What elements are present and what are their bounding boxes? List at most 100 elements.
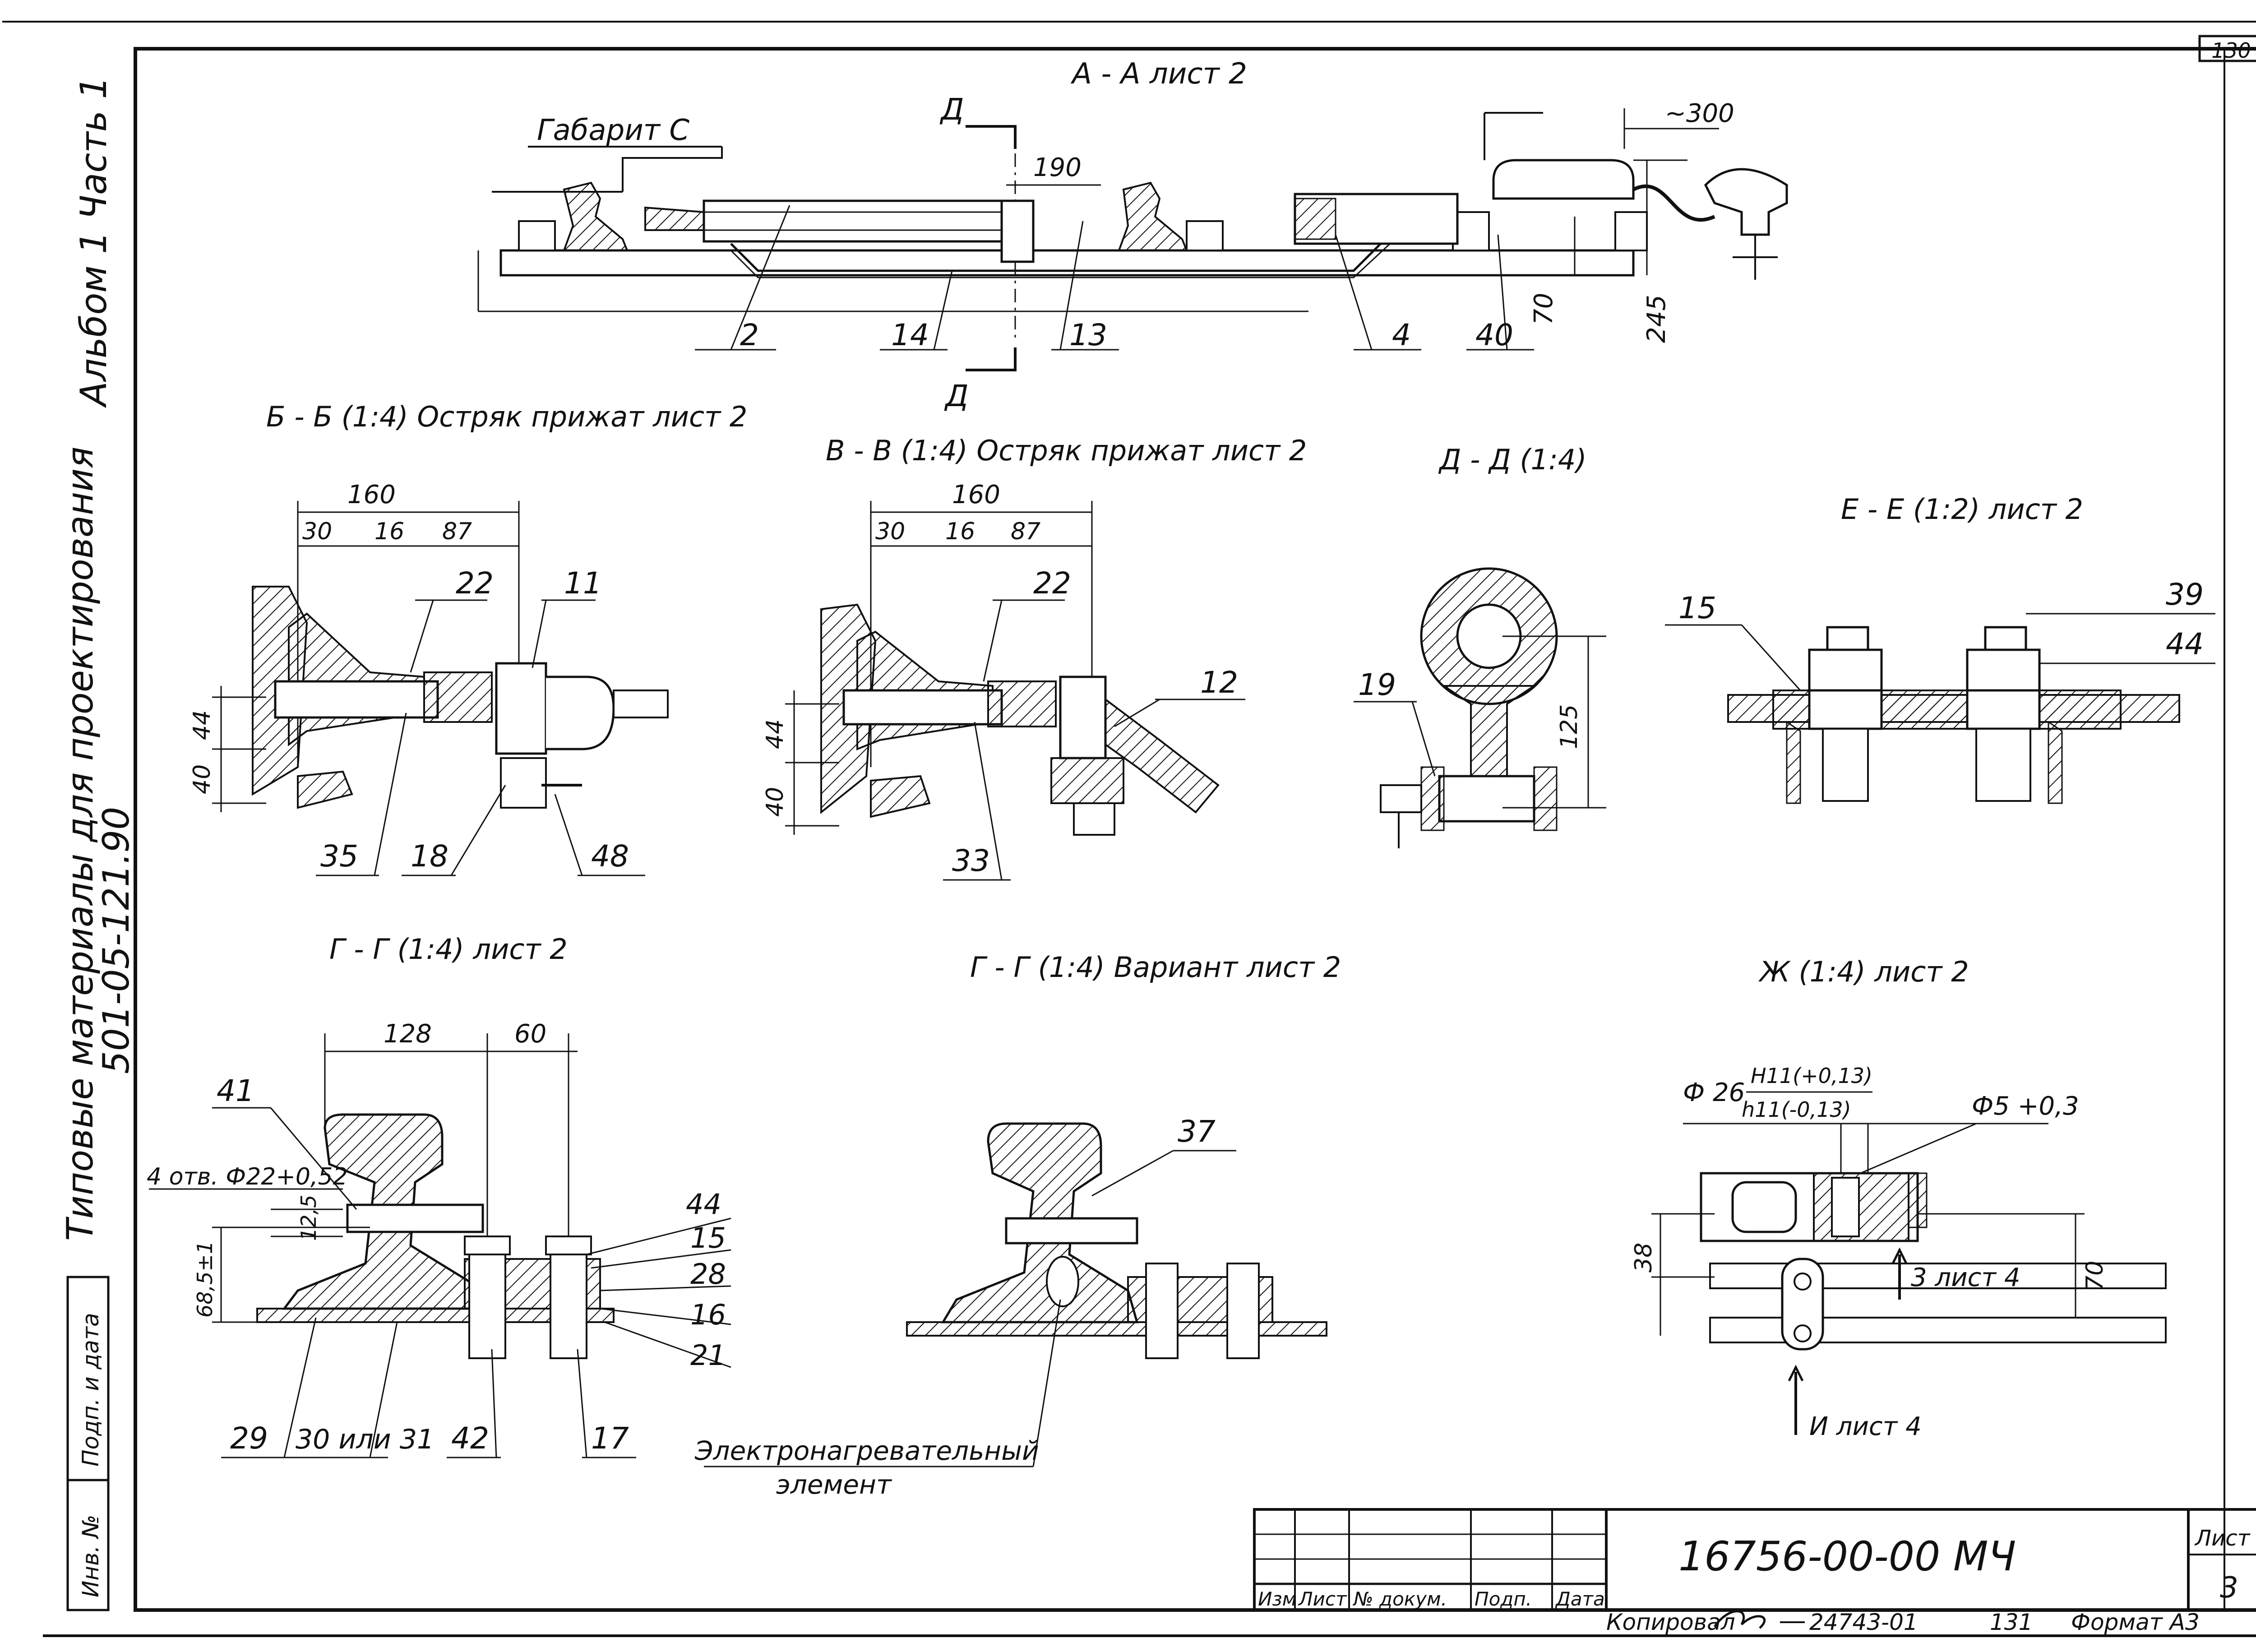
view-aa-title: А - А лист 2 <box>1070 57 1247 91</box>
view-bb: Б - Б (1:4) Остряк прижат лист 2 160 30 … <box>189 400 747 876</box>
zh-ref-3: 3 лист 4 <box>1911 1263 2020 1292</box>
gg-dim-12-5: 12,5 <box>296 1195 321 1241</box>
bb-callout-11: 11 <box>532 566 602 668</box>
gg-callout-41: 41 <box>212 1074 357 1210</box>
gg-callout-label: 30 или 31 <box>296 1424 434 1455</box>
bb-dim-40: 40 <box>189 764 216 794</box>
aa-callout-2: 2 <box>695 205 791 352</box>
vv-dim-30: 30 <box>875 518 905 545</box>
left-margin: Альбом 1 Часть 1 Типовые материалы для п… <box>59 76 137 1611</box>
gg2-callout-37: 37 <box>1091 1114 1236 1197</box>
heater-label-line2: элемент <box>776 1469 892 1500</box>
vv-callout-12: 12 <box>1114 665 1245 727</box>
footer-num: 131 <box>1990 1609 2033 1635</box>
dd-dim-125: 125 <box>1556 704 1583 749</box>
ee-callout-label: 44 <box>2166 627 2204 662</box>
vv-callout-22: 22 <box>983 566 1071 682</box>
sheet-label: Лист <box>2194 1526 2251 1551</box>
aa-callout-label: 2 <box>740 318 759 352</box>
bb-dim-44: 44 <box>189 710 216 740</box>
gg-callout-42: 42 <box>447 1349 501 1458</box>
gg-callout-label: 15 <box>690 1222 726 1254</box>
top-right-number: 130 <box>2211 38 2251 63</box>
gg-callout-21: 21 <box>604 1321 731 1372</box>
gg-callout-28: 28 <box>600 1258 731 1291</box>
vv-dim-16: 16 <box>945 518 975 545</box>
vv-callout-label: 12 <box>1200 665 1238 700</box>
dim-190: 190 <box>1033 153 1082 182</box>
aa-callout-14: 14 <box>880 270 953 352</box>
zh-fit-diameter: Ф 26 <box>1683 1078 1745 1107</box>
gg-callout-label: 28 <box>690 1258 726 1291</box>
view-gg: Г - Г (1:4) лист 2 128 60 4 отв. Ф22+0,5… <box>147 933 731 1458</box>
bb-callout-label: 22 <box>456 566 494 601</box>
bb-callout-label: 18 <box>411 839 448 874</box>
aa-callout-4: 4 <box>1335 234 1421 352</box>
vv-callout-label: 33 <box>952 843 990 878</box>
gg2-callout-label: 37 <box>1178 1114 1216 1149</box>
bb-callout-label: 35 <box>320 839 358 874</box>
album-label: Альбом 1 Часть 1 <box>73 76 115 408</box>
tb-col-list: Лист <box>1298 1588 1347 1610</box>
aa-callout-label: 40 <box>1475 318 1513 352</box>
signature-date-label: Подп. и дата <box>78 1313 104 1467</box>
materials-label: Типовые материалы для проектирования <box>59 447 101 1241</box>
bb-dim-16: 16 <box>374 518 404 545</box>
bb-dim-160: 160 <box>347 480 396 509</box>
view-zh: Ж (1:4) лист 2 Ф 26 H11(+0,13) h11(-0,13… <box>1630 955 2167 1441</box>
footer-copied: Копировал <box>1606 1609 1735 1635</box>
dim-245: 245 <box>1642 295 1671 343</box>
series-label: 501-05-121.90 <box>95 807 137 1074</box>
gabarit-label: Габарит С <box>537 114 689 147</box>
dim-70-aa: 70 <box>1529 293 1558 325</box>
bb-callout-35: 35 <box>316 713 407 876</box>
view-ee: Е - Е (1:2) лист 2 15 39 44 <box>1665 493 2215 804</box>
gg-callout-17: 17 <box>577 1349 636 1458</box>
view-dd: Д - Д (1:4) 125 19 <box>1354 443 1606 848</box>
ee-callout-44: 44 <box>2039 627 2215 664</box>
view-dd-title: Д - Д (1:4) <box>1438 443 1587 476</box>
zh-dim-70: 70 <box>2081 1261 2108 1291</box>
dd-callout-19: 19 <box>1354 667 1436 777</box>
heater-label-line1: Электронагревательный <box>694 1435 1039 1466</box>
zh-fit-upper: H11(+0,13) <box>1751 1064 1872 1088</box>
vv-callout-label: 22 <box>1033 566 1071 601</box>
dd-callout-label: 19 <box>1358 667 1396 702</box>
ee-callout-39: 39 <box>2026 577 2215 615</box>
gg-callout-29: 29 <box>221 1317 317 1458</box>
dim-300: ~300 <box>1665 99 1734 128</box>
vv-dim-160: 160 <box>952 480 1000 509</box>
bb-dim-30: 30 <box>302 518 332 545</box>
zh-ref-i: И лист 4 <box>1809 1412 1922 1441</box>
gg-callout-16: 16 <box>600 1298 731 1331</box>
aa-callout-label: 14 <box>891 318 929 352</box>
gg-callout-44: 44 <box>586 1188 731 1255</box>
view-aa: А - А лист 2 Габарит С Д Д <box>477 57 1788 413</box>
vv-dim-40: 40 <box>762 787 789 817</box>
aa-callout-label: 13 <box>1069 318 1107 352</box>
aa-callout-13: 13 <box>1051 221 1119 352</box>
vv-dim-87: 87 <box>1011 518 1040 545</box>
ee-callout-label: 15 <box>1678 591 1716 625</box>
vv-callout-33: 33 <box>943 722 1011 881</box>
view-gg-title: Г - Г (1:4) лист 2 <box>329 933 568 966</box>
bb-callout-48: 48 <box>554 794 645 876</box>
section-d-top: Д <box>939 92 964 127</box>
sheet-number: 3 <box>2220 1571 2238 1605</box>
ee-callout-15: 15 <box>1665 591 1801 691</box>
gg-holes: 4 отв. Ф22+0,52 <box>147 1163 348 1190</box>
tb-col-izm: Изм <box>1258 1588 1296 1610</box>
gg-callout-label: 16 <box>690 1298 726 1331</box>
zh-dim-38: 38 <box>1630 1243 1657 1273</box>
gg-dim-128: 128 <box>384 1019 432 1049</box>
bb-dim-87: 87 <box>442 518 472 545</box>
view-ee-title: Е - Е (1:2) лист 2 <box>1841 493 2083 526</box>
aa-callout-40: 40 <box>1466 234 1534 352</box>
tb-col-date: Дата <box>1555 1588 1605 1610</box>
bb-callout-18: 18 <box>402 785 506 876</box>
view-bb-title: Б - Б (1:4) Остряк прижат лист 2 <box>266 400 747 433</box>
gg-dim-68-5: 68,5±1 <box>193 1241 217 1318</box>
tb-col-doc: № докум. <box>1353 1588 1447 1610</box>
title-block: Изм Лист № докум. Подп. Дата 16756-00-00… <box>1253 1508 2256 1635</box>
